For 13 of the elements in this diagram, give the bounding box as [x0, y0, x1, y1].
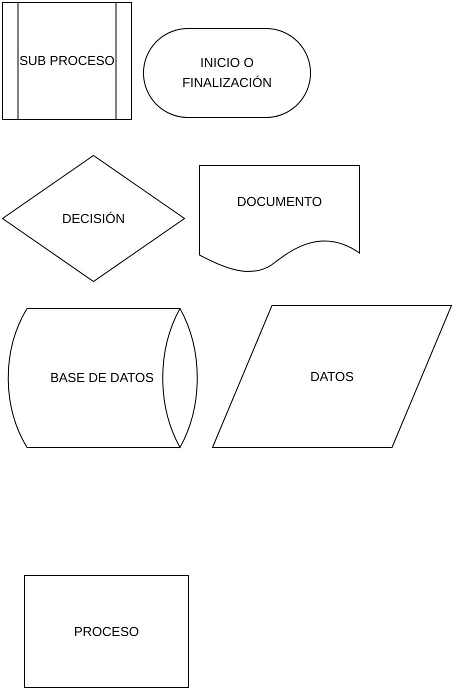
document-shape	[199, 165, 360, 275]
shape-label: DOCUMENTO	[236, 193, 323, 211]
shape-label: SUB PROCESO	[18, 52, 116, 70]
shape-label: DATOS	[309, 368, 355, 386]
shape-label: PROCESO	[72, 622, 140, 640]
shape-label: DECISIÓN	[61, 210, 126, 228]
shape-label: INICIO O FINALIZACIÓN	[181, 54, 273, 92]
decision-diamond	[2, 155, 185, 282]
terminal-shape	[143, 28, 311, 118]
data-parallelogram	[212, 305, 452, 448]
shape-label: BASE DE DATOS	[49, 369, 155, 387]
process-box	[24, 575, 189, 688]
subprocess-box	[2, 2, 132, 120]
